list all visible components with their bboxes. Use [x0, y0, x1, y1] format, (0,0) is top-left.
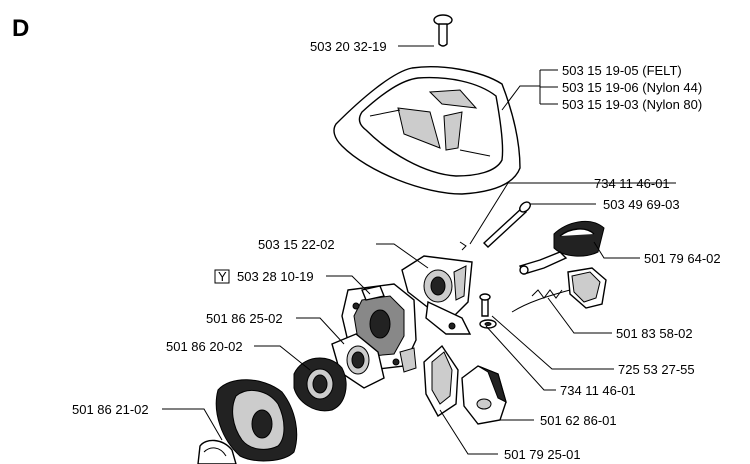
label-screw-short: 734 11 46-01	[560, 383, 636, 398]
air-filter-cover-part	[333, 66, 521, 195]
label-pin: 503 49 69-03	[603, 197, 680, 212]
label-washer: 725 53 27-55	[618, 362, 695, 377]
block-part	[461, 365, 507, 425]
label-filter-nylon80: 503 15 19-03 (Nylon 80)	[562, 97, 702, 112]
label-spacer: 501 86 20-02	[166, 339, 243, 354]
label-block: 501 62 86-01	[540, 413, 617, 428]
label-bracket: 503 15 22-02	[258, 237, 335, 252]
label-bolt-top: 503 20 32-19	[310, 39, 387, 54]
label-plate: 501 79 25-01	[504, 447, 581, 462]
spring-link-part	[511, 267, 607, 313]
screw-washer-part	[479, 293, 497, 329]
long-screw-part	[482, 201, 531, 248]
label-carburetor: 503 28 10-19	[237, 269, 314, 284]
bolt-top-part	[433, 14, 453, 47]
label-gasket-2: 501 86 21-02	[72, 402, 149, 417]
screw-tip-mark	[459, 241, 467, 251]
marker-symbol: Y	[218, 269, 227, 284]
intake-flange-part	[215, 379, 298, 462]
label-spring-link: 501 83 58-02	[616, 326, 693, 341]
bracket-part	[401, 255, 473, 335]
label-screw-long: 734 11 46-01	[594, 176, 670, 191]
marker-box: Y	[214, 269, 230, 284]
gasket-lower-part	[197, 439, 237, 464]
label-filter-nylon44: 503 15 19-06 (Nylon 44)	[562, 80, 702, 95]
spacer-part	[293, 357, 347, 412]
leader-lines	[162, 45, 676, 455]
plate-part	[423, 344, 459, 418]
section-letter: D	[12, 15, 29, 42]
throttle-lever-part	[519, 220, 605, 275]
label-gasket-1: 501 86 25-02	[206, 311, 283, 326]
label-lever: 501 79 64-02	[644, 251, 721, 266]
label-filter-felt: 503 15 19-05 (FELT)	[562, 63, 682, 78]
